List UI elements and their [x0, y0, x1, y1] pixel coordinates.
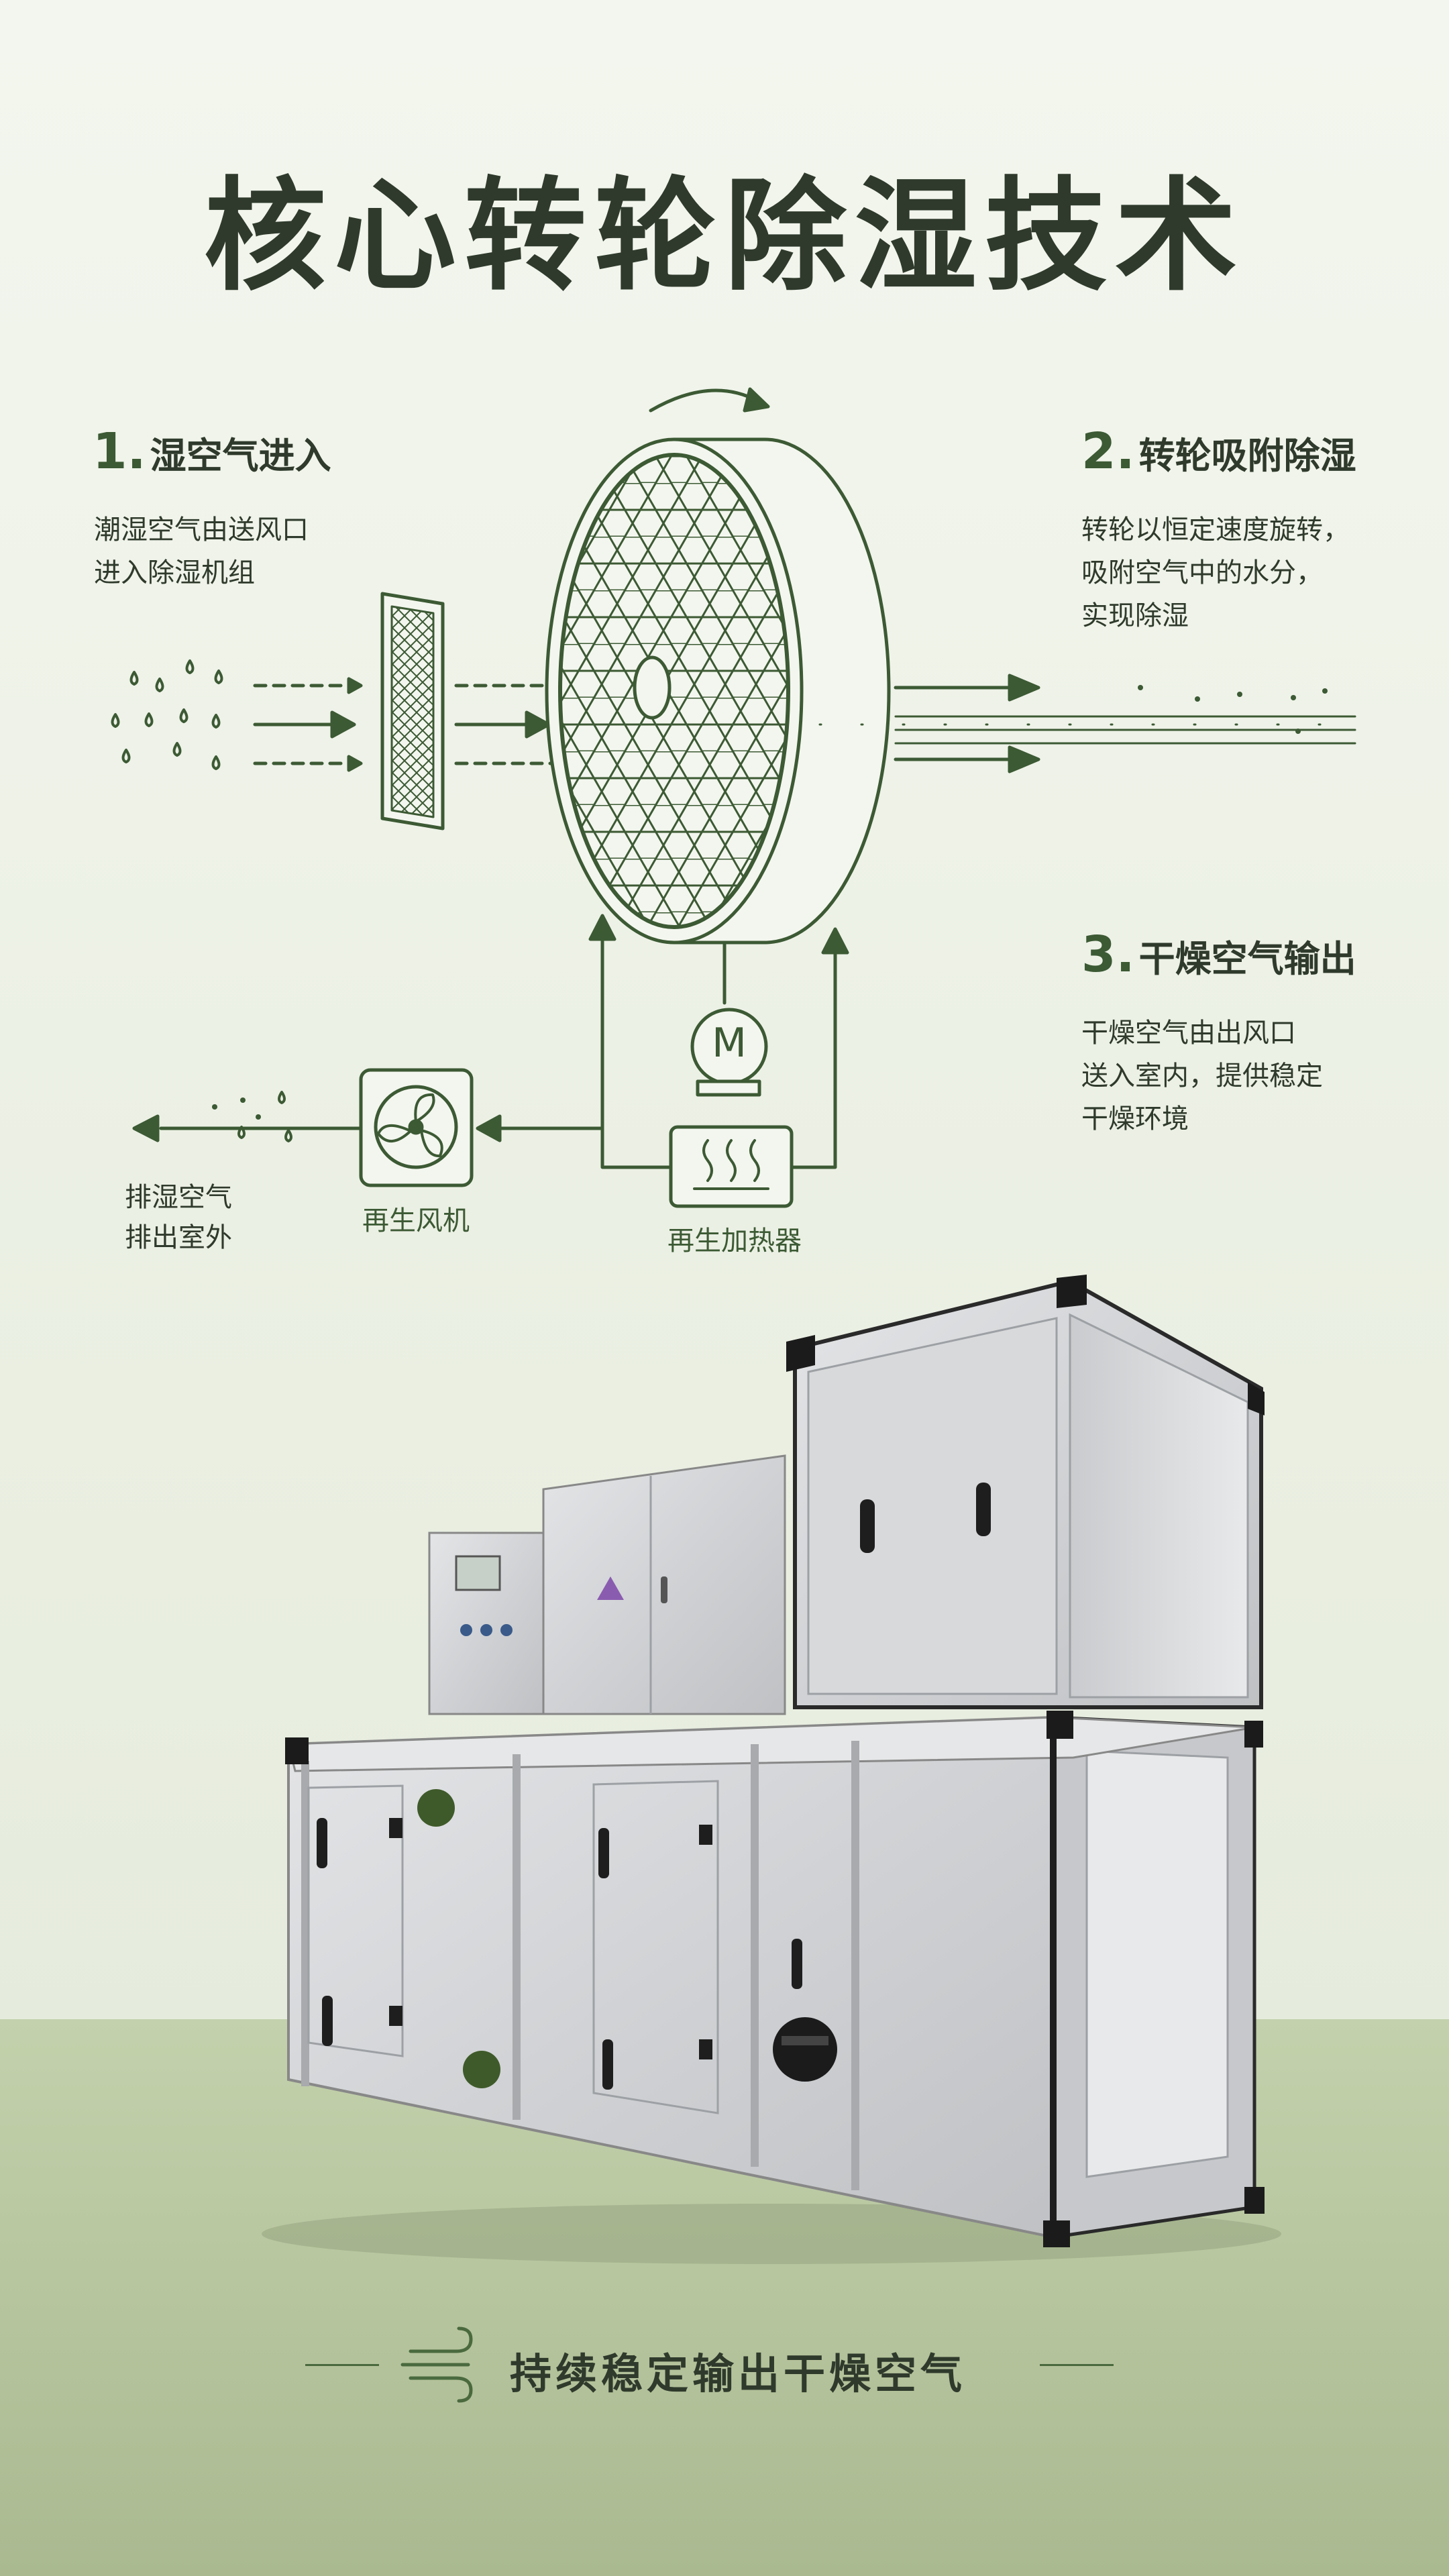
step-3-description: 干燥空气由出风口 送入室内，提供稳定 干燥环境	[1081, 1018, 1323, 1134]
water-drop-icon	[111, 659, 223, 770]
heater-label: 再生加热器	[667, 1226, 802, 1256]
fan-icon	[359, 1068, 474, 1187]
step-1-title: 湿空气进入	[150, 435, 331, 477]
airflow-arrow-icon	[253, 677, 363, 772]
footer-divider-right	[1040, 2364, 1114, 2366]
step-2-description: 转轮以恒定速度旋转， 吸附空气中的水分， 实现除湿	[1081, 515, 1350, 631]
heater-icon	[669, 1125, 794, 1208]
step-1-description: 潮湿空气由送风口 进入除湿机组	[94, 515, 309, 588]
dehumidifier-machine	[262, 1275, 1281, 2264]
fan-label: 再生风机	[362, 1205, 470, 1236]
step-2-heading: 2.转轮吸附除湿	[1081, 423, 1356, 480]
airflow-arrow-icon	[894, 674, 1356, 773]
rotation-arrow-icon	[649, 387, 770, 413]
step-1-number: 1.	[93, 423, 146, 480]
filter-icon	[380, 592, 445, 830]
footer-divider-left	[305, 2364, 379, 2366]
footer-tagline: 持续稳定输出干燥空气	[510, 2349, 967, 2398]
dry-air-particles	[1138, 685, 1328, 734]
footer-banner: 持续稳定输出干燥空气	[0, 2334, 1449, 2398]
step-3-heading: 3.干燥空气输出	[1081, 926, 1356, 983]
step-2-number: 2.	[1081, 423, 1135, 480]
wind-icon	[400, 2326, 473, 2403]
page-title: 核心转轮除湿技术	[204, 165, 1245, 307]
step-3-number: 3.	[1081, 926, 1135, 983]
water-drop-icon	[237, 1091, 292, 1142]
motor-icon	[690, 1008, 768, 1097]
motor-label: M	[712, 1020, 747, 1067]
step-1-heading: 1.湿空气进入	[93, 423, 331, 480]
step-3-title: 干燥空气输出	[1138, 938, 1356, 980]
step-2-title: 转轮吸附除湿	[1138, 435, 1356, 477]
exhaust-label: 排湿空气 排出室外	[125, 1182, 232, 1253]
desiccant-wheel-icon	[545, 437, 891, 945]
